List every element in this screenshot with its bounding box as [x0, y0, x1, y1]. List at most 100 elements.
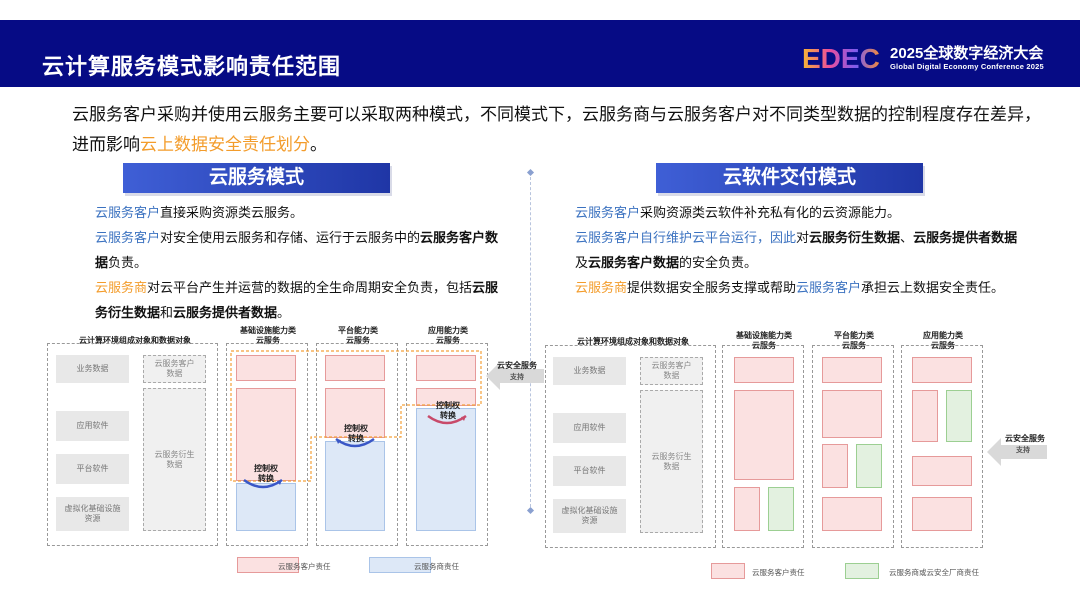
left-col1-title: 云计算环境组成对象和数据对象	[79, 336, 191, 345]
top-white-strip	[0, 0, 1080, 20]
right-iaas-vendor-box	[768, 487, 794, 531]
left-transfer-arc-icon-2	[335, 437, 375, 448]
left-p2-text: 对安全使用云服务和存储、运行于云服务中的	[160, 230, 421, 245]
left-legend-blue-swatch	[369, 557, 431, 573]
left-transfer-arc-icon-3	[427, 414, 467, 425]
intro-highlight: 云上数据安全责任划分	[140, 135, 310, 154]
left-col1-container	[47, 343, 218, 546]
left-point-1: 云服务客户直接采购资源类云服务。	[95, 200, 505, 225]
right-p2-sep: 、	[900, 230, 914, 245]
right-p2-subject: 云服务客户自行维护云平台运行，因此	[575, 230, 797, 245]
edec-logo-icon: EDEC	[802, 43, 880, 74]
right-security-service-label: 云安全服务	[1005, 434, 1045, 443]
left-col4-title: 应用能力类 云服务	[428, 326, 468, 345]
right-p2-text: 对	[796, 230, 810, 245]
right-col1-container	[545, 345, 716, 548]
left-control-transfer-paas: 控制权 转换	[344, 424, 368, 443]
right-saas-vendor-box	[946, 390, 972, 442]
left-transfer-arc-icon-1	[243, 478, 283, 489]
left-paas-provider-box	[325, 441, 385, 531]
right-legend-pink-swatch	[711, 563, 745, 579]
left-p1-text: 直接采购资源类云服务。	[160, 205, 304, 220]
right-col1-title: 云计算环境组成对象和数据对象	[577, 337, 689, 346]
right-p1-subject: 云服务客户	[575, 205, 641, 220]
left-row-virtual-infra: 虚拟化基础设施 资源	[56, 497, 129, 531]
left-legend-blue-label: 云服务商责任	[414, 562, 459, 571]
right-description: 云服务客户采购资源类云软件补充私有化的云资源能力。 云服务客户自行维护云平台运行…	[575, 200, 1025, 300]
right-point-3: 云服务商提供数据安全服务支撑或帮助云服务客户承担云上数据安全责任。	[575, 275, 1025, 300]
right-paas-box-1	[822, 357, 882, 383]
right-p2-and: 及	[575, 255, 589, 270]
right-paas-box-4	[822, 497, 882, 531]
right-row-virtual-infra: 虚拟化基础设施 资源	[553, 499, 626, 533]
right-saas-box-1	[912, 357, 972, 383]
left-row-platform-software: 平台软件	[56, 454, 129, 484]
right-customer-data-box: 云服务客户 数据	[640, 357, 703, 385]
right-p2-bold3: 云服务客户数据	[588, 255, 680, 270]
left-iaas-customer-box-1	[236, 355, 296, 381]
left-p3-and: 和	[160, 305, 174, 320]
intro-text: 云服务客户采购并使用云服务主要可以采取两种模式，不同模式下，云服务商与云服务客户…	[72, 105, 1041, 154]
right-row-app-software: 应用软件	[553, 413, 626, 443]
left-point-3: 云服务商对云平台产生并运营的数据的全生命周期安全负责，包括云服务衍生数据和云服务…	[95, 275, 505, 325]
cloud-software-mode-banner: 云软件交付模式	[656, 163, 923, 193]
right-point-1: 云服务客户采购资源类云软件补充私有化的云资源能力。	[575, 200, 1025, 225]
right-security-arrow-icon	[987, 438, 1047, 466]
left-p1-subject: 云服务客户	[95, 205, 161, 220]
left-customer-data-box: 云服务客户 数据	[143, 355, 206, 383]
right-saas-box-2	[912, 390, 938, 442]
left-p2-subject: 云服务客户	[95, 230, 161, 245]
conference-title: 2025全球数字经济大会	[890, 45, 1044, 62]
right-p2-bold2: 云服务提供者数据	[913, 230, 1018, 245]
right-col2-container	[722, 345, 804, 548]
left-col3-title: 平台能力类 云服务	[338, 326, 378, 345]
left-description: 云服务客户直接采购资源类云服务。 云服务客户对安全使用云服务和存储、运行于云服务…	[95, 200, 505, 325]
right-paas-box-3	[822, 444, 848, 488]
right-p2-end: 的安全负责。	[679, 255, 758, 270]
right-legend-green-label: 云服务商或云安全厂商责任	[889, 568, 979, 577]
right-col4-container	[901, 345, 983, 548]
center-divider	[530, 172, 531, 512]
right-derived-data-box: 云服务衍生 数据	[640, 390, 703, 533]
header-bar	[0, 20, 1080, 87]
left-saas-customer-box-2	[416, 388, 476, 406]
left-security-service-label: 云安全服务	[497, 361, 537, 370]
left-p3-text: 对云平台产生并运营的数据的全生命周期安全负责，包括	[147, 280, 473, 295]
right-saas-box-3	[912, 456, 972, 486]
intro-end: 。	[310, 135, 327, 154]
left-iaas-provider-box	[236, 483, 296, 531]
left-saas-provider-box	[416, 408, 476, 531]
left-security-arrow-icon	[486, 362, 544, 390]
left-col2-container	[226, 343, 308, 546]
right-point-2: 云服务客户自行维护云平台运行，因此对云服务衍生数据、云服务提供者数据及云服务客户…	[575, 225, 1025, 275]
divider-dot-bottom	[526, 506, 535, 515]
left-p3-subject: 云服务商	[95, 280, 148, 295]
right-p1-text: 采购资源类云软件补充私有化的云资源能力。	[640, 205, 901, 220]
right-p3-subject: 云服务商	[575, 280, 628, 295]
right-legend-pink-label: 云服务客户责任	[752, 568, 805, 577]
right-paas-box-2	[822, 390, 882, 438]
right-row-platform-software: 平台软件	[553, 456, 626, 486]
left-control-transfer-iaas: 控制权 转换	[254, 464, 278, 483]
left-control-transfer-saas: 控制权 转换	[436, 401, 460, 420]
right-p3-text: 提供数据安全服务支撑或帮助	[627, 280, 797, 295]
left-p2-end: 负责。	[108, 255, 148, 270]
left-security-service-sub: 支持	[510, 374, 524, 381]
intro-paragraph: 云服务客户采购并使用云服务主要可以采取两种模式，不同模式下，云服务商与云服务客户…	[72, 100, 1052, 160]
left-row-business-data: 业务数据	[56, 355, 129, 383]
cloud-service-mode-banner: 云服务模式	[123, 163, 390, 193]
conference-subtitle: Global Digital Economy Conference 2025	[890, 62, 1044, 71]
left-p3-end: 。	[277, 305, 291, 320]
left-p3-bold1: 云服务衍生数据	[95, 280, 499, 320]
left-point-2: 云服务客户对安全使用云服务和存储、运行于云服务中的云服务客户数据负责。	[95, 225, 505, 275]
left-col4-container	[406, 343, 488, 546]
divider-dot-top	[526, 168, 535, 177]
left-paas-customer-box-1	[325, 355, 385, 381]
left-iaas-customer-box-2	[236, 388, 296, 481]
left-derived-data-box: 云服务衍生 数据	[143, 388, 206, 531]
left-p2-bold: 云服务客户数据	[95, 230, 499, 270]
left-col2-title: 基础设施能力类 云服务	[240, 326, 296, 345]
right-col3-container	[812, 345, 894, 548]
right-iaas-box-3	[734, 487, 760, 531]
right-p3-end: 承担云上数据安全责任。	[861, 280, 1005, 295]
